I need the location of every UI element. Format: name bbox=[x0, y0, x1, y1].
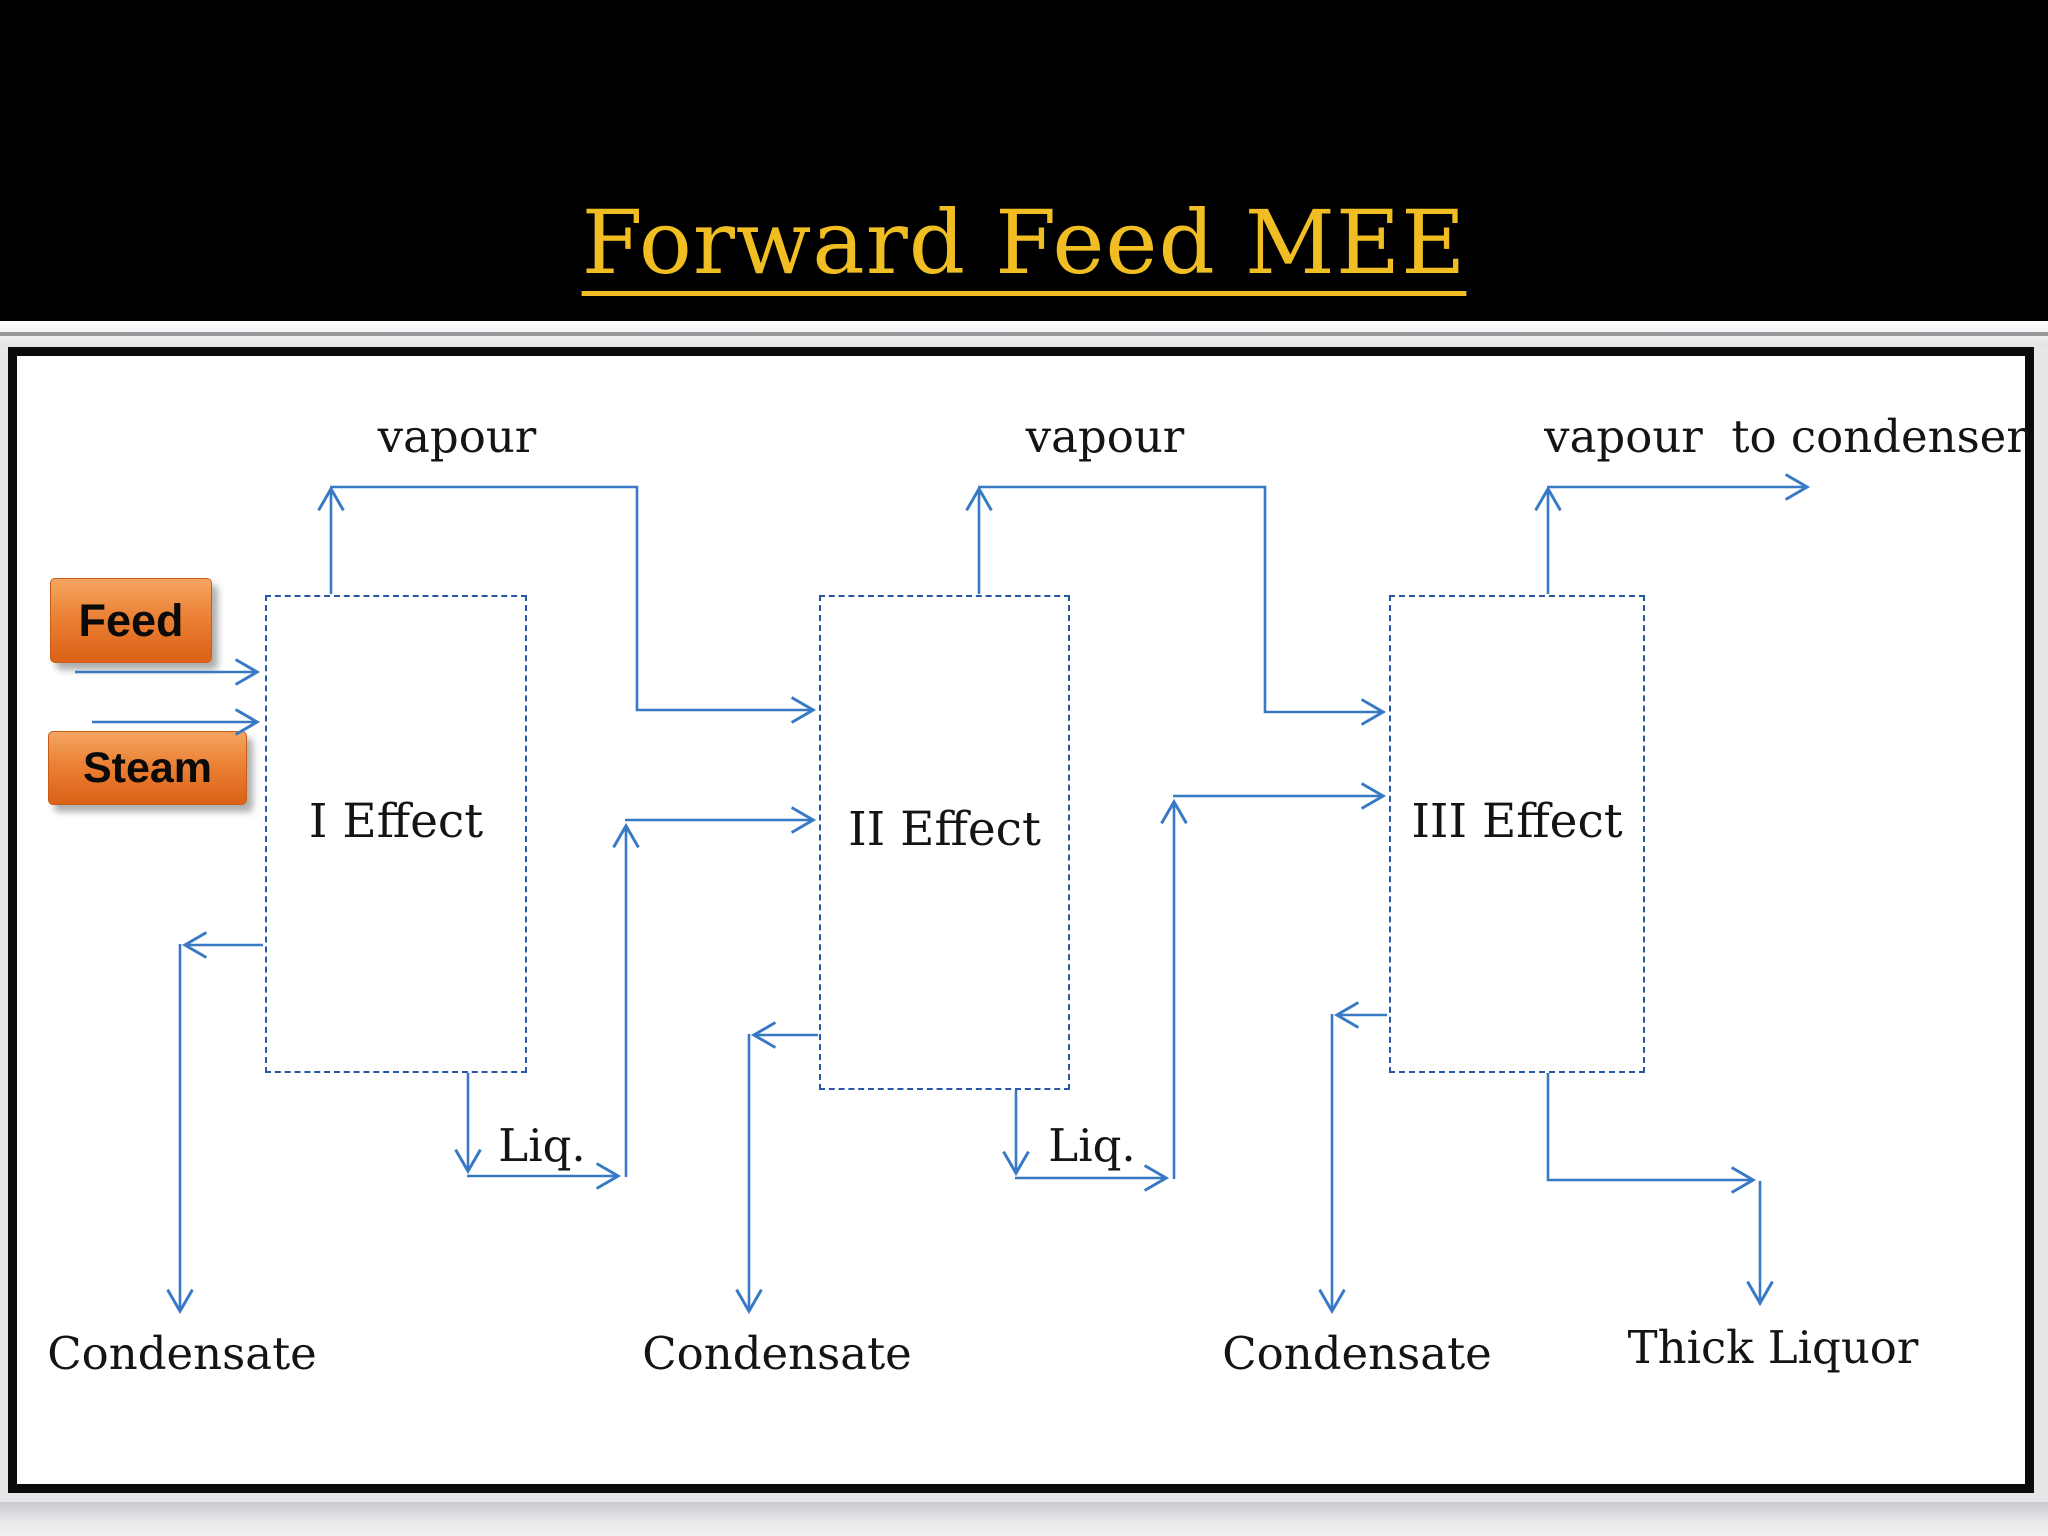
effect-3-label: III Effect bbox=[1411, 793, 1623, 849]
effect-3-box: III Effect bbox=[1389, 595, 1645, 1073]
thick-liquor-label: Thick Liquor bbox=[1627, 1321, 1919, 1374]
diagram-frame bbox=[8, 347, 2034, 1493]
condensate-1-label: Condensate bbox=[47, 1327, 317, 1380]
effect-1-box: I Effect bbox=[265, 595, 527, 1073]
steam-tag: Steam bbox=[48, 731, 247, 805]
vapour-2-duct bbox=[978, 485, 1387, 726]
slide-header: Forward Feed MEE bbox=[0, 0, 2048, 321]
steam-tag-label: Steam bbox=[82, 743, 213, 792]
feed-tag-label: Feed bbox=[78, 594, 184, 646]
effect-1-label: I Effect bbox=[308, 793, 484, 849]
vapour-1-label: vapour bbox=[377, 410, 537, 463]
header-divider-rule bbox=[0, 332, 2048, 336]
thick-liquor-run bbox=[1546, 1073, 1757, 1194]
feed-tag: Feed bbox=[50, 578, 212, 663]
vapour-to-condenser-label: vapour to condenser bbox=[1544, 410, 2028, 463]
slide-bottom-strip bbox=[0, 1502, 2048, 1536]
condensate-2-label: Condensate bbox=[642, 1327, 912, 1380]
effect-2-box: II Effect bbox=[819, 595, 1070, 1090]
vapour-1-duct bbox=[330, 485, 817, 724]
slide-title: Forward Feed MEE bbox=[581, 191, 1467, 294]
liq-2-label: Liq. bbox=[1048, 1119, 1136, 1172]
effect-2-label: II Effect bbox=[848, 802, 1041, 857]
liq-1-label: Liq. bbox=[498, 1119, 586, 1172]
vapour-2-label: vapour bbox=[1025, 410, 1185, 463]
condensate-3-label: Condensate bbox=[1222, 1327, 1492, 1380]
